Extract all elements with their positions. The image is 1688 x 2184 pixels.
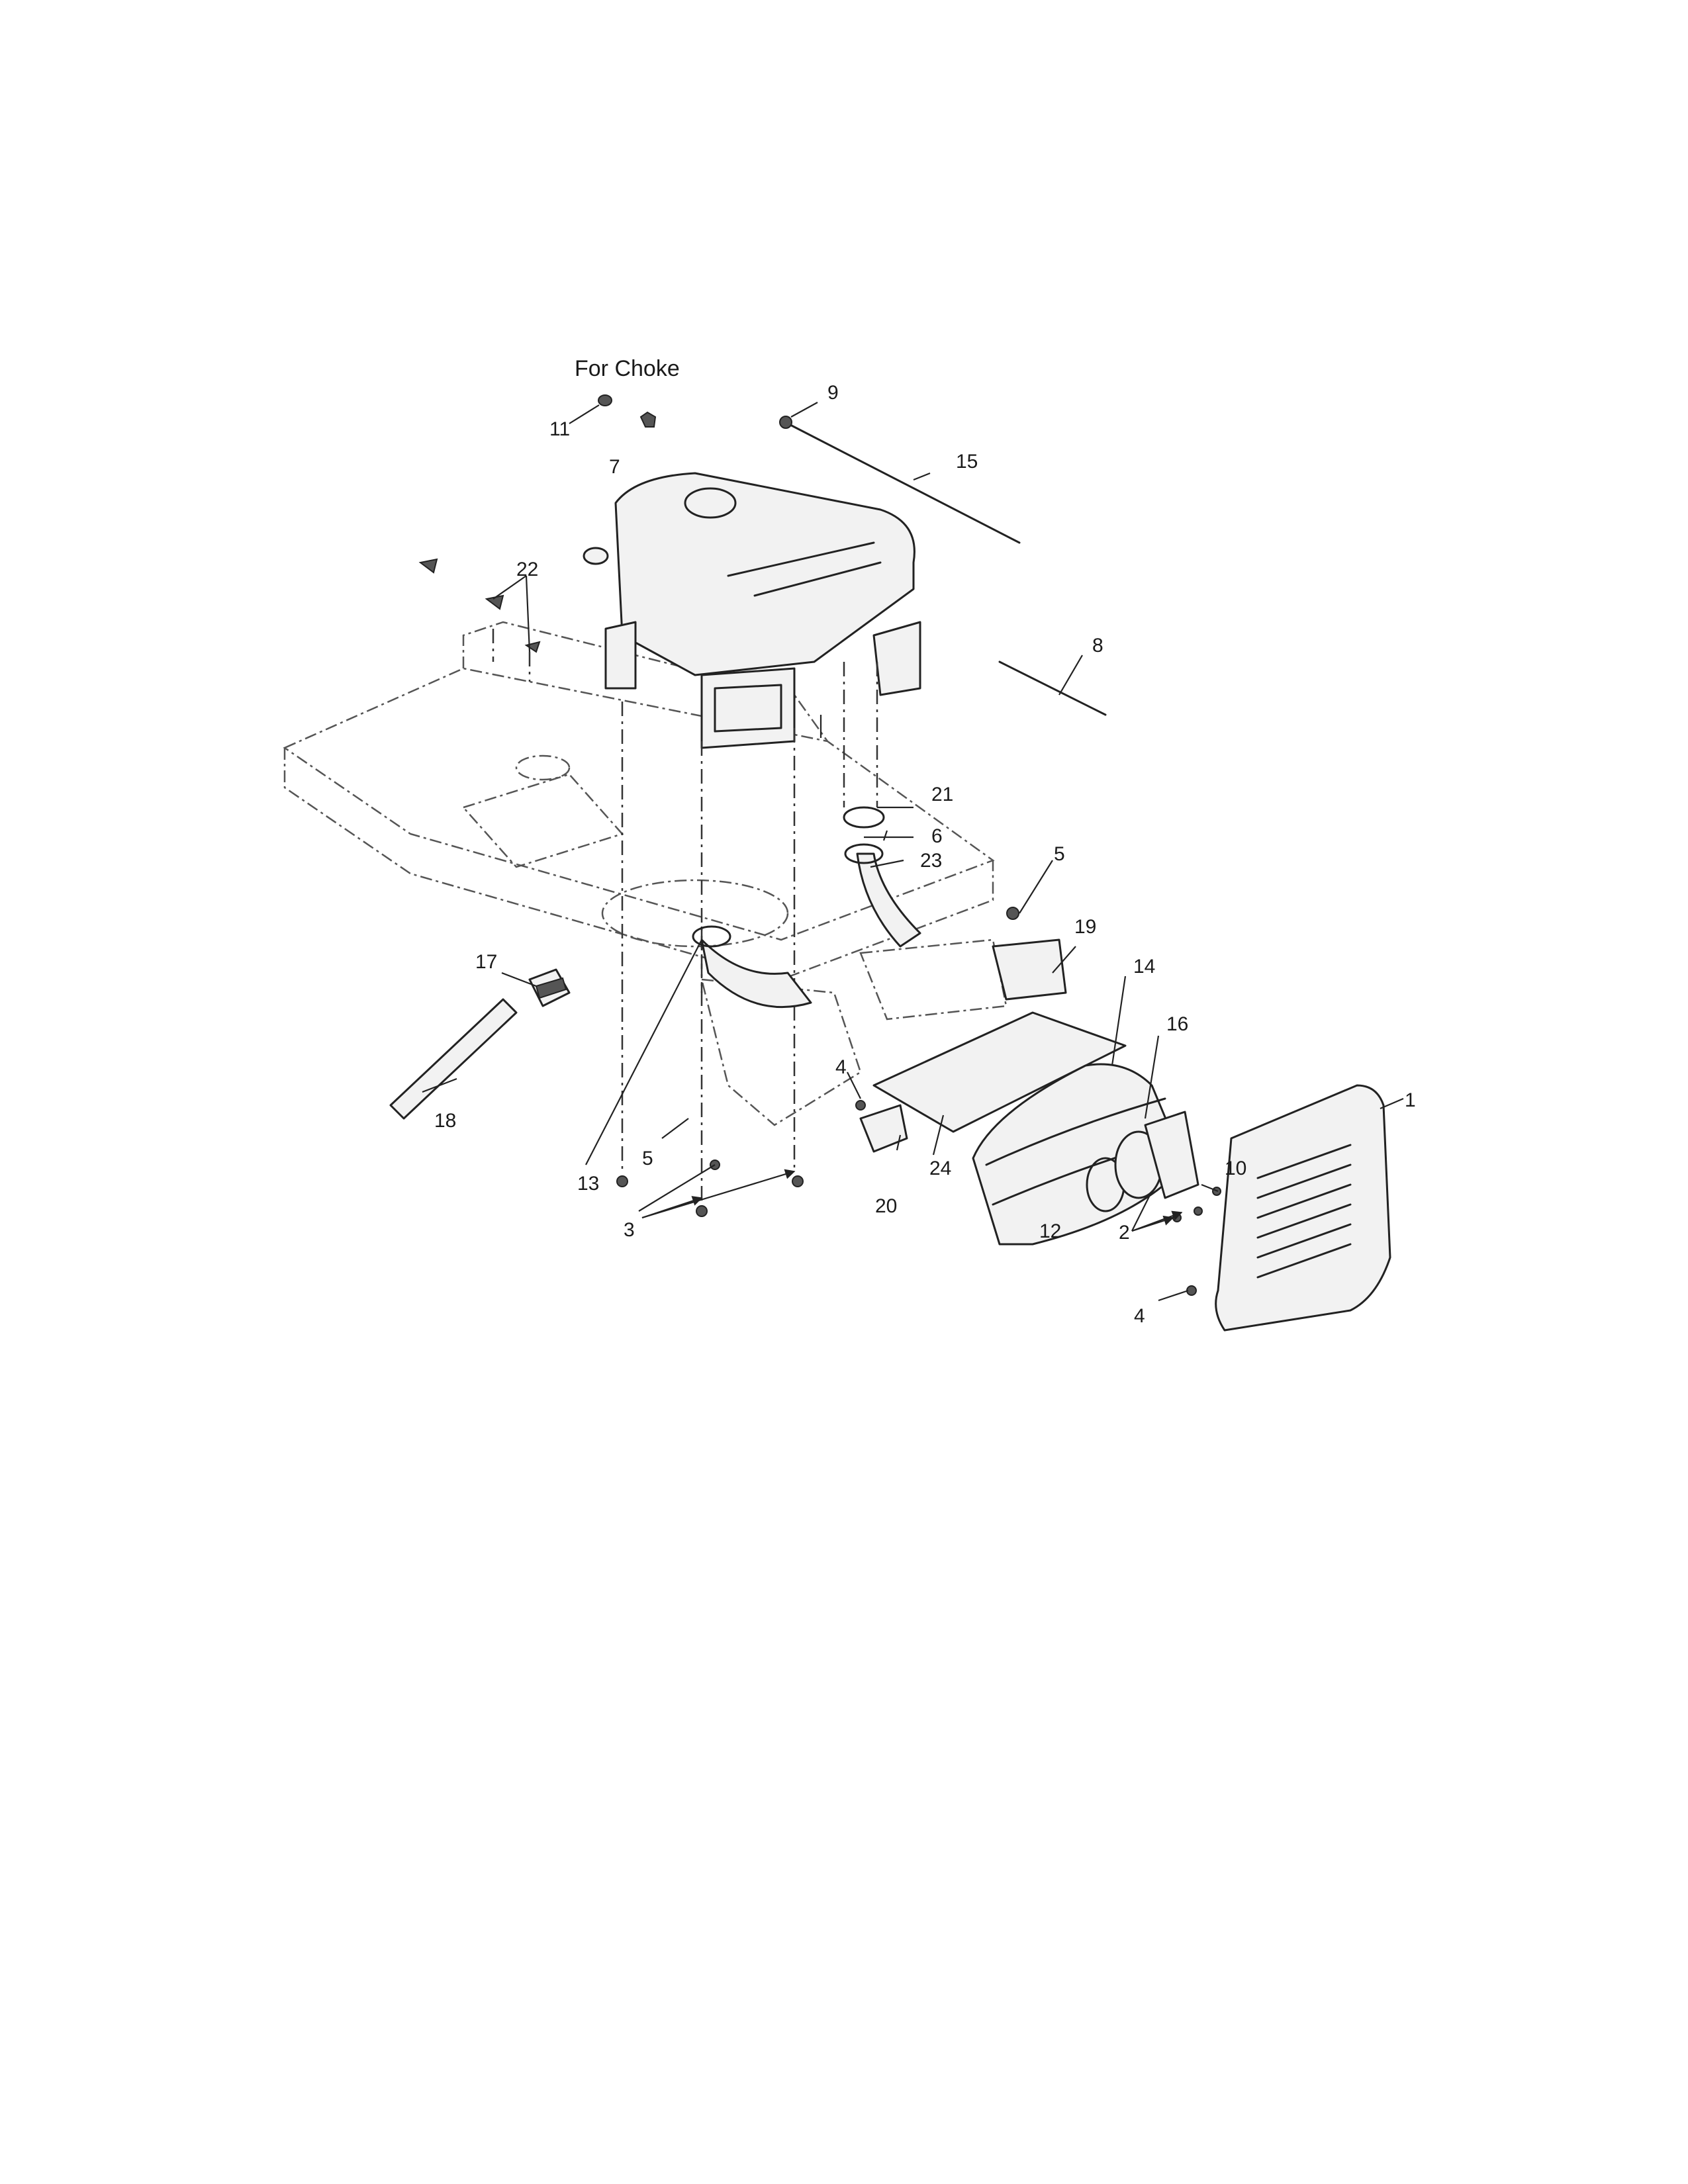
rods bbox=[786, 422, 1107, 716]
callout-24: 24 bbox=[929, 1158, 951, 1179]
callout-labels: For Choke 1 2 3 4 4 5 5 6 7 8 9 10 11 12… bbox=[434, 356, 1416, 1327]
fuel-line bbox=[389, 968, 571, 1120]
exhaust-pipes bbox=[692, 806, 921, 1009]
callout-8: 8 bbox=[1092, 635, 1103, 657]
callout-15: 15 bbox=[956, 451, 978, 473]
callout-12: 12 bbox=[1039, 1220, 1061, 1242]
callout-6: 6 bbox=[931, 825, 943, 847]
callout-2: 2 bbox=[1119, 1222, 1130, 1244]
callout-3: 3 bbox=[624, 1219, 635, 1241]
muffler-guard bbox=[1215, 1084, 1391, 1332]
callout-21: 21 bbox=[931, 784, 953, 805]
callout-leaders bbox=[422, 402, 1404, 1302]
callout-20: 20 bbox=[875, 1195, 897, 1217]
callout-10: 10 bbox=[1225, 1158, 1246, 1179]
callout-5-left: 5 bbox=[642, 1148, 653, 1169]
callout-13: 13 bbox=[577, 1173, 599, 1195]
callout-16: 16 bbox=[1166, 1013, 1188, 1035]
callout-19: 19 bbox=[1074, 916, 1096, 938]
callout-17: 17 bbox=[475, 951, 497, 973]
engine-shroud bbox=[583, 472, 921, 749]
callout-5-right: 5 bbox=[1054, 843, 1065, 865]
assembly-guide-lines bbox=[492, 629, 878, 1205]
callout-7: 7 bbox=[609, 456, 620, 478]
callout-9: 9 bbox=[827, 382, 839, 404]
fasteners bbox=[418, 394, 1221, 1296]
callout-4-lower: 4 bbox=[1134, 1305, 1145, 1327]
callout-23: 23 bbox=[920, 850, 942, 872]
callout-18: 18 bbox=[434, 1110, 456, 1132]
callout-11: 11 bbox=[549, 418, 570, 440]
callout-14: 14 bbox=[1133, 956, 1155, 978]
chassis-frame-phantom bbox=[283, 621, 1008, 1126]
note-label-for-choke: For Choke bbox=[575, 356, 680, 381]
spark-arrestor bbox=[1114, 1111, 1199, 1199]
heat-shield-plate bbox=[859, 938, 1127, 1153]
callout-4-upper: 4 bbox=[835, 1056, 847, 1078]
callout-22: 22 bbox=[516, 559, 538, 580]
callout-1: 1 bbox=[1405, 1089, 1416, 1111]
